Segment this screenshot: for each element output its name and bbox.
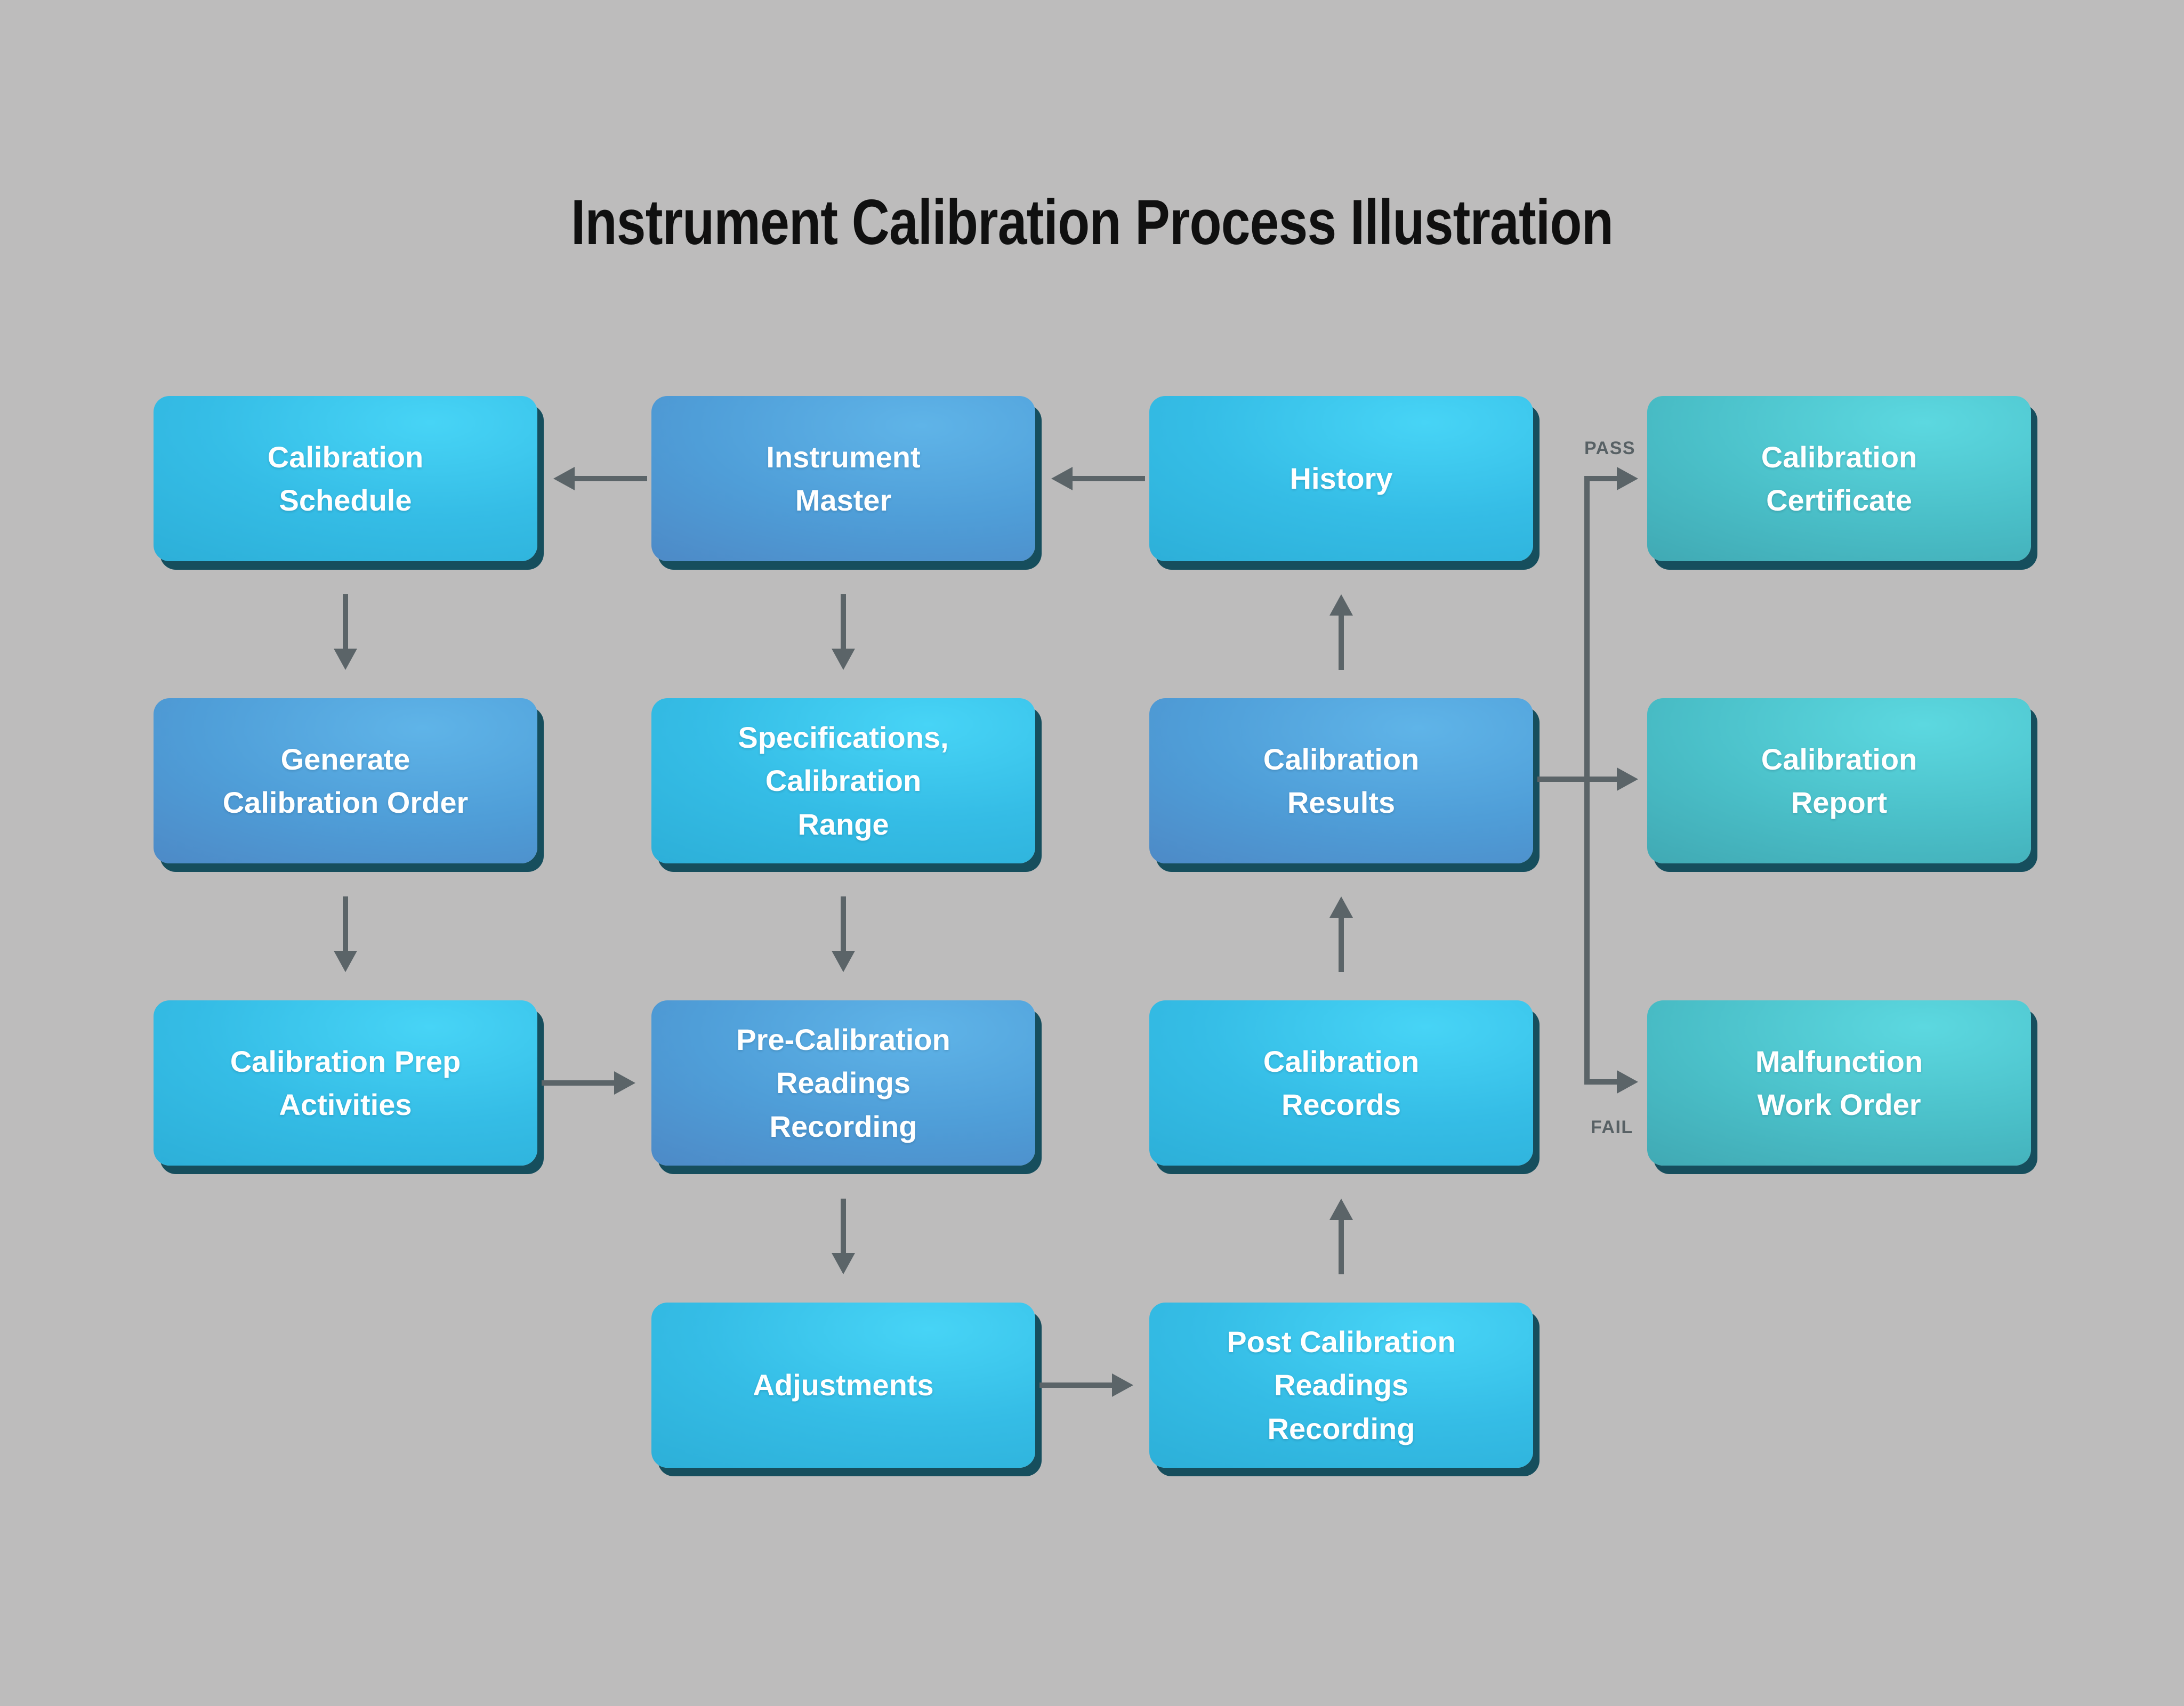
node-calibration-records: Calibration Records (1149, 1000, 1533, 1166)
arrow-shaft (841, 594, 846, 649)
arrow-shaft (575, 476, 647, 481)
node-pre-calibration-readings-recording: Pre-Calibration Readings Recording (651, 1000, 1035, 1166)
arrow-head (832, 951, 855, 972)
node-adjustments: Adjustments (651, 1303, 1035, 1468)
node-calibration-prep-activities: Calibration Prep Activities (154, 1000, 537, 1166)
arrow-head (1617, 767, 1638, 791)
node-malfunction-work-order: Malfunction Work Order (1647, 1000, 2031, 1166)
arrow-head (832, 649, 855, 670)
page-title: Instrument Calibration Process Illustrat… (570, 187, 1614, 258)
node-calibration-results: Calibration Results (1149, 698, 1533, 863)
arrow-head (1112, 1373, 1133, 1397)
pass-label: PASS (1584, 438, 1636, 458)
arrow-shaft (1339, 918, 1344, 972)
arrow-shaft (1537, 777, 1617, 782)
arrow-shaft (1039, 1382, 1112, 1388)
arrow-head (1617, 467, 1638, 490)
arrow-shaft (542, 1080, 614, 1086)
arrow-head (832, 1253, 855, 1274)
node-history: History (1149, 396, 1533, 561)
node-calibration-certificate: Calibration Certificate (1647, 396, 2031, 561)
arrow-shaft (343, 594, 348, 649)
arrow-head (1329, 1199, 1353, 1220)
node-calibration-report: Calibration Report (1647, 698, 2031, 863)
arrow-shaft (1584, 1079, 1617, 1085)
arrow-shaft (343, 896, 348, 951)
arrow-shaft (841, 896, 846, 951)
arrow-head (614, 1071, 635, 1095)
fail-label: FAIL (1591, 1117, 1633, 1137)
node-post-calibration-readings-recording: Post Calibration Readings Recording (1149, 1303, 1533, 1468)
arrow-head (553, 467, 575, 490)
node-specifications-calibration-range: Specifications, Calibration Range (651, 698, 1035, 863)
arrow-head (1617, 1070, 1638, 1094)
node-generate-calibration-order: Generate Calibration Order (154, 698, 537, 863)
arrow-head (1329, 896, 1353, 918)
arrow-shaft (1339, 616, 1344, 670)
arrow-shaft (1339, 1220, 1344, 1274)
arrow-shaft (841, 1199, 846, 1253)
arrow-shaft (1073, 476, 1145, 481)
arrow-shaft (1584, 476, 1617, 481)
arrow-head (1329, 594, 1353, 616)
node-instrument-master: Instrument Master (651, 396, 1035, 561)
arrow-head (334, 649, 357, 670)
arrow-head (334, 951, 357, 972)
arrow-head (1051, 467, 1073, 490)
node-calibration-schedule: Calibration Schedule (154, 396, 537, 561)
